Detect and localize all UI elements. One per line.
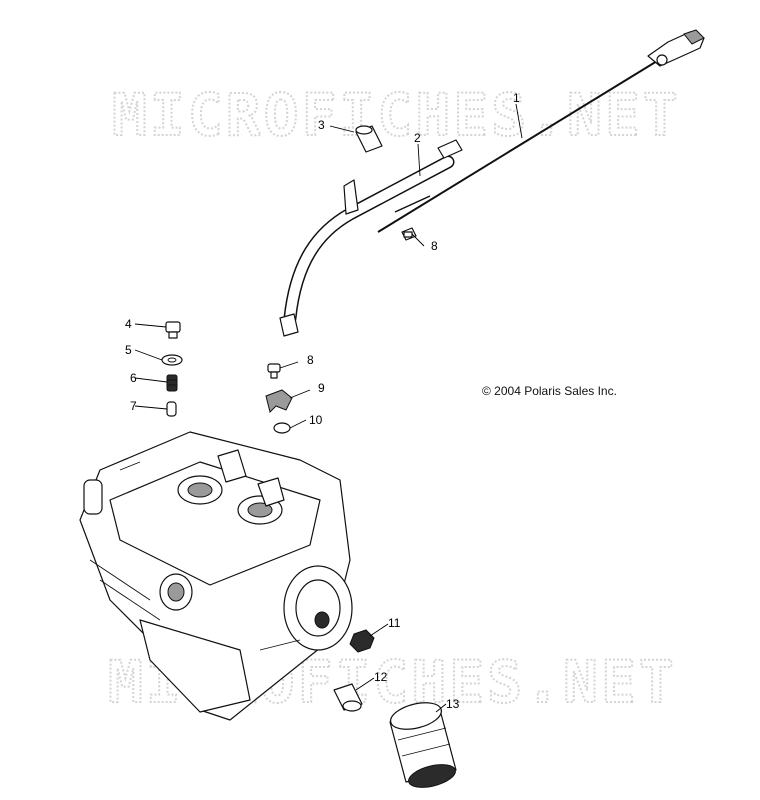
- fitting-12: [333, 683, 363, 712]
- callout-6: 6: [130, 371, 137, 385]
- pin-7: [166, 401, 177, 417]
- callout-10: 10: [309, 413, 323, 427]
- callout-2: 2: [414, 131, 421, 145]
- spring-6: [166, 374, 178, 392]
- callout-9: 9: [318, 381, 325, 395]
- engine-crankcase: [79, 431, 353, 721]
- oring-10: [273, 422, 291, 434]
- callout-1: 1: [513, 91, 520, 105]
- washer-5: [161, 354, 183, 366]
- watermark-top: MICROFICHES.NET: [112, 81, 681, 149]
- callout-3: 3: [318, 118, 325, 132]
- dipstick-tube: [279, 139, 463, 337]
- callout-4: 4: [125, 317, 132, 331]
- tube-cap: [355, 125, 383, 153]
- callout-13: 13: [446, 697, 460, 711]
- bolt-middle: [267, 363, 281, 379]
- bolt-top: [401, 227, 417, 241]
- callout-8-middle: 8: [307, 353, 314, 367]
- nut-11: [349, 629, 375, 653]
- leader-lines: [134, 103, 523, 713]
- dipstick: [377, 29, 705, 233]
- bolt-4: [165, 321, 181, 339]
- callout-12: 12: [374, 670, 388, 684]
- callout-11: 11: [388, 616, 401, 630]
- callout-7: 7: [130, 399, 137, 413]
- bracket-9: [265, 389, 293, 413]
- oil-filter-13: [389, 702, 457, 788]
- callout-5: 5: [125, 343, 132, 357]
- callout-8-top: 8: [431, 239, 438, 253]
- copyright-notice: © 2004 Polaris Sales Inc.: [482, 384, 617, 398]
